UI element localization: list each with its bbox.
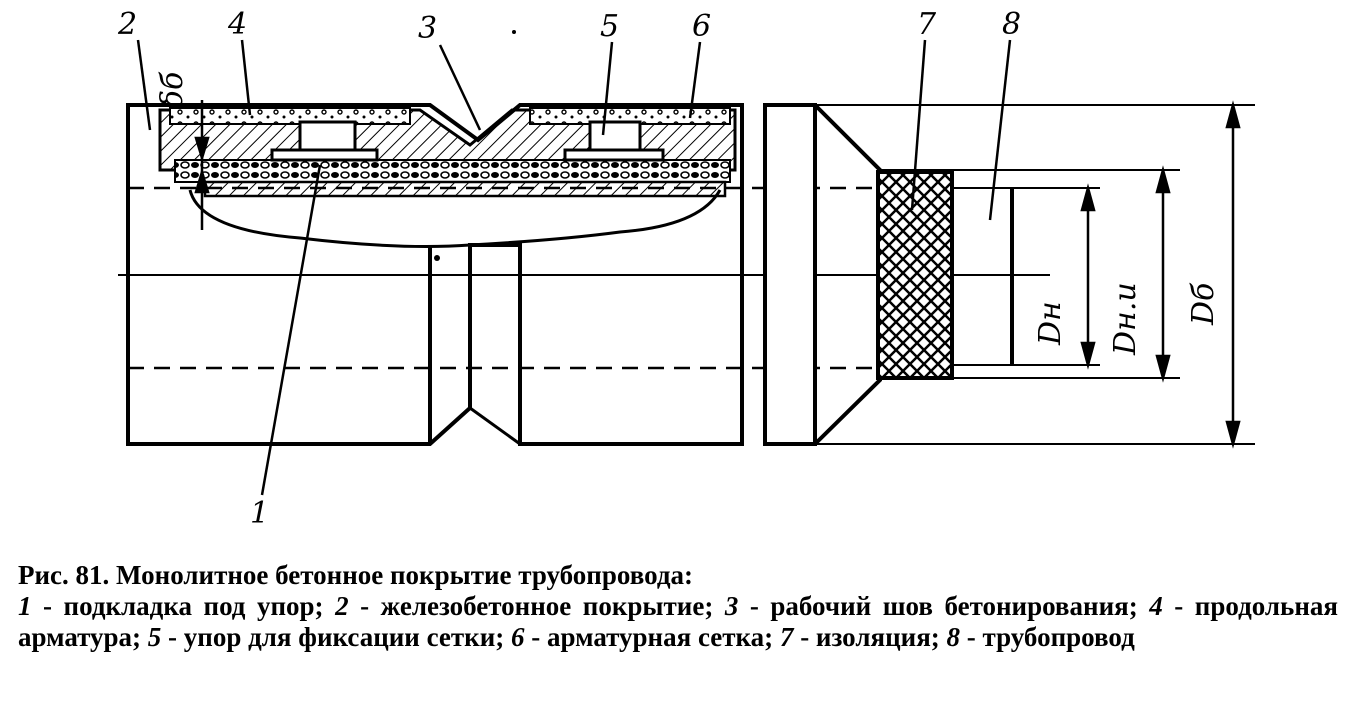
legend-num: 2 xyxy=(335,591,349,621)
label-4: 4 xyxy=(227,7,247,42)
dim-d-ni: Dн.и xyxy=(1108,282,1143,356)
label-1: 1 xyxy=(250,496,269,531)
legend-num: 8 xyxy=(946,622,961,652)
label-7: 7 xyxy=(917,7,937,42)
label-2: 2 xyxy=(117,7,137,42)
dim-d-n: Dн xyxy=(1033,301,1068,346)
legend-num: 1 xyxy=(18,591,32,621)
legend-num: 5 xyxy=(147,622,162,652)
dim-delta-b: δб xyxy=(155,71,190,108)
right-pipe-section xyxy=(763,103,1255,446)
legend-text: - продольная арматура; xyxy=(18,591,1338,652)
figure-caption: Рис. 81. Монолитное бетонное покрытие тр… xyxy=(18,560,1338,653)
legend-text: - подкладка под упор; xyxy=(31,591,336,621)
legend-text: - изоляция; xyxy=(793,622,947,652)
pipeline-coating-drawing: 2 4 3 5 6 7 8 1 δб Dн Dн.и Dб xyxy=(117,7,1255,531)
legend-num: 3 xyxy=(724,591,739,621)
label-3: 3 xyxy=(418,11,437,46)
legend-num: 4 xyxy=(1149,591,1163,621)
label-8: 8 xyxy=(1002,7,1021,42)
label-6: 6 xyxy=(692,9,711,44)
caption-legend: 1 - подкладка под упор; 2 - железобетонн… xyxy=(18,591,1338,653)
caption-title: Рис. 81. Монолитное бетонное покрытие тр… xyxy=(18,560,693,590)
legend-text: - рабочий шов бетонирования; xyxy=(738,591,1150,621)
legend-text: - железобетонное покрытие; xyxy=(348,591,725,621)
legend-text: - арматурная сетка; xyxy=(524,622,780,652)
legend-text: - трубопровод xyxy=(960,622,1135,652)
insulation-block xyxy=(876,170,954,380)
legend-num: 7 xyxy=(779,622,794,652)
label-5: 5 xyxy=(600,9,619,44)
legend-text: - упор для фиксации сетки; xyxy=(161,622,512,652)
dimension-lines xyxy=(194,100,1241,449)
dim-d-b: Dб xyxy=(1186,282,1221,326)
leader-lines xyxy=(136,39,1012,496)
concrete-coating-section xyxy=(158,107,737,248)
legend-num: 6 xyxy=(511,622,525,652)
